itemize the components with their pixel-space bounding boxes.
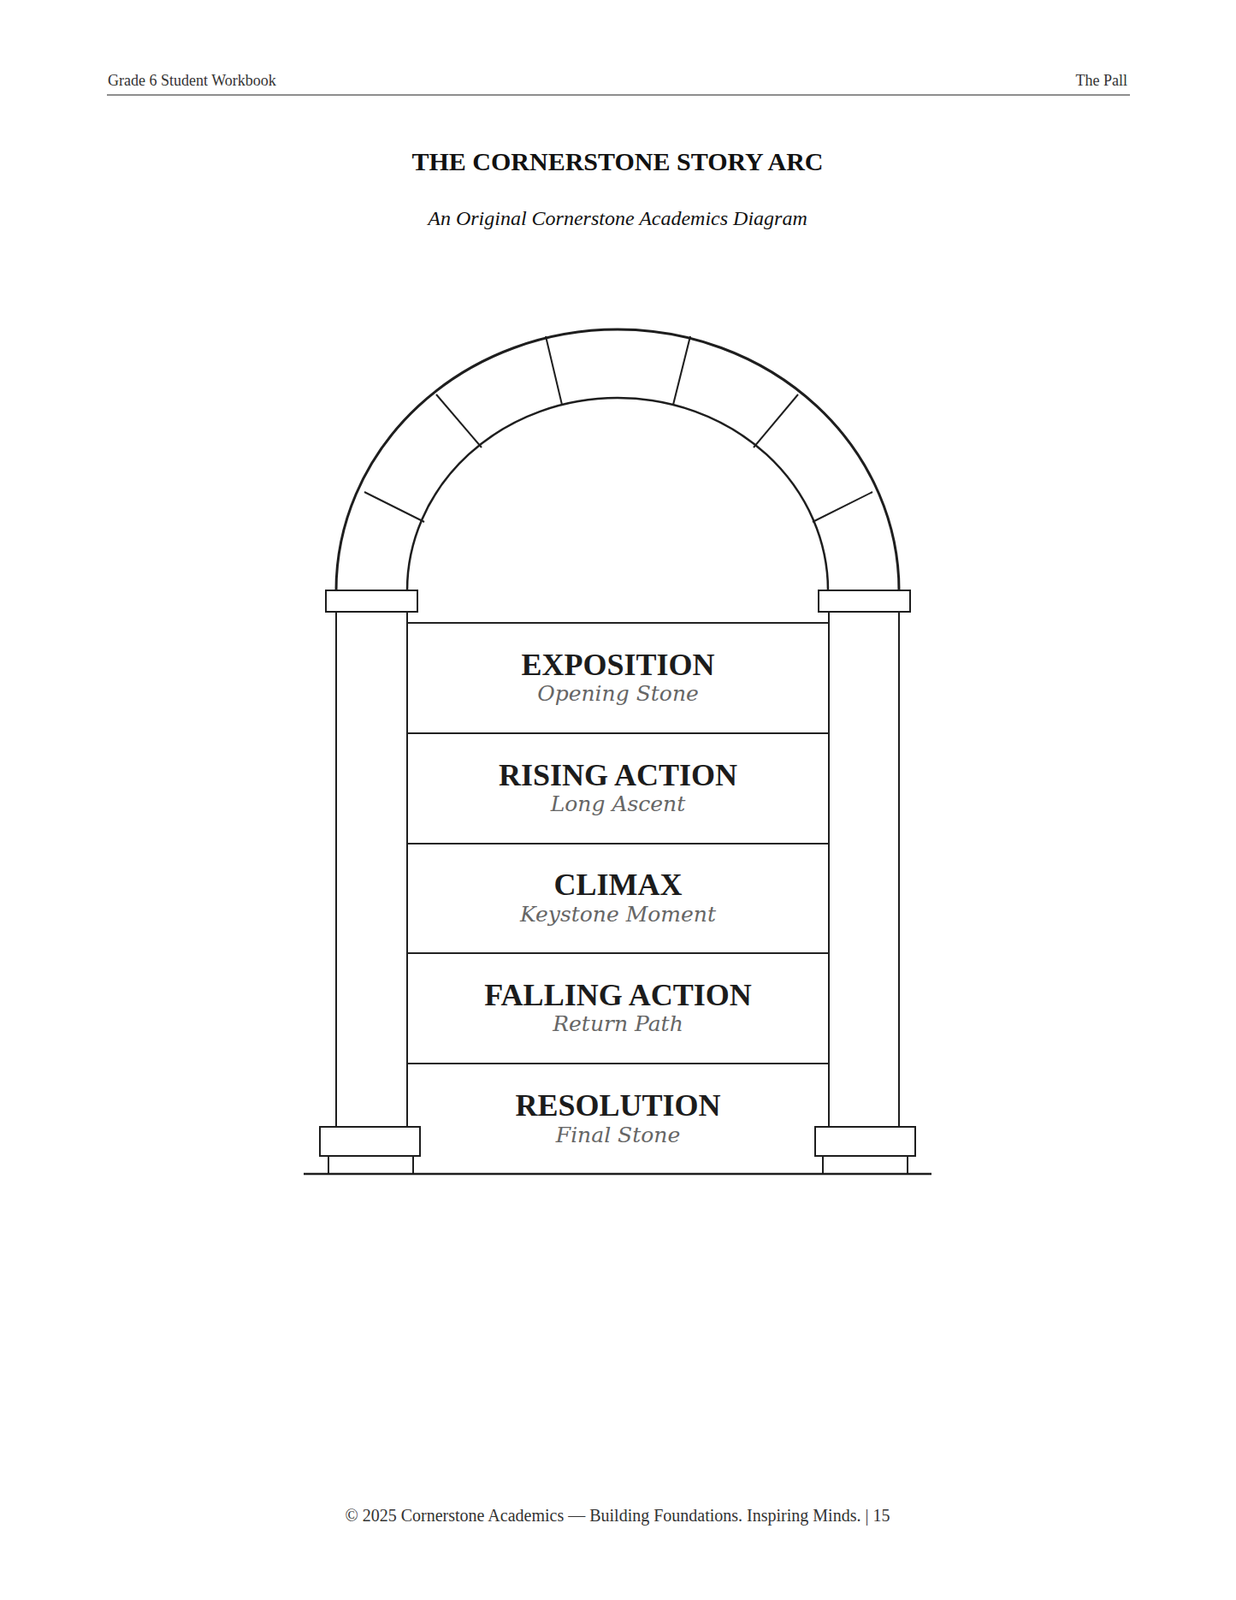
story-band: CLIMAXKeystone Moment	[407, 842, 829, 953]
header-text: The Pall	[1076, 71, 1129, 90]
diagram-caption: An Original Cornerstone Academics Diagra…	[427, 206, 808, 231]
stage-name: RISING ACTION	[498, 759, 738, 793]
voussoir-joints	[364, 336, 873, 522]
column-plinth	[822, 1155, 908, 1174]
arch-outer	[336, 329, 899, 591]
stage-name: RESOLUTION	[514, 1089, 721, 1123]
column-base	[319, 1126, 420, 1156]
stage-name: FALLING ACTION	[484, 979, 752, 1012]
column	[336, 611, 408, 1127]
header-text: Grade 6 Student Workbook	[107, 71, 277, 90]
story-band: EXPOSITIONOpening Stone	[407, 621, 829, 733]
footer-text: © 2025 Cornerstone Academics — Building …	[345, 1505, 891, 1526]
column	[828, 611, 899, 1127]
stage-subtitle: Keystone Moment	[520, 901, 716, 928]
story-band: RISING ACTIONLong Ascent	[407, 732, 829, 843]
stage-name: CLIMAX	[554, 869, 683, 902]
stage-subtitle: Opening Stone	[537, 680, 699, 707]
column-plinth	[328, 1155, 414, 1174]
column-base	[815, 1126, 916, 1156]
capital	[818, 590, 911, 612]
stage-subtitle: Return Path	[552, 1011, 684, 1037]
ground-line	[303, 1172, 932, 1176]
stage-subtitle: Long Ascent	[550, 791, 687, 817]
stage-name: EXPOSITION	[520, 649, 715, 682]
stage-subtitle: Final Stone	[555, 1122, 681, 1148]
header-rule	[106, 94, 1130, 95]
capital	[325, 590, 418, 612]
page-title: THE CORNERSTONE STORY ARC	[411, 147, 823, 177]
story-band: FALLING ACTIONReturn Path	[407, 952, 829, 1063]
story-band: RESOLUTIONFinal Stone	[407, 1062, 829, 1174]
arch-inner	[407, 397, 828, 591]
